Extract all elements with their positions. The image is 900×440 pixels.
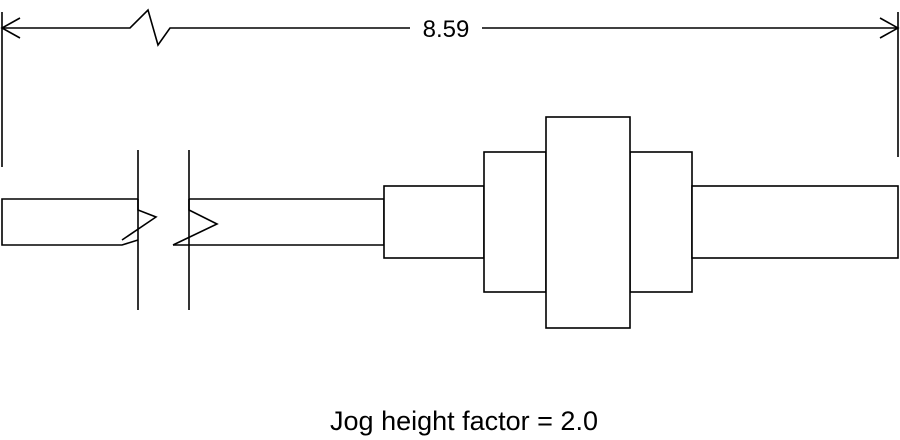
right-arrowhead xyxy=(879,17,900,39)
shaft-collar xyxy=(545,116,631,329)
left-arrowhead xyxy=(0,17,21,39)
shaft-right-end xyxy=(691,185,899,259)
shaft-step-1 xyxy=(383,185,485,259)
dimension-line-left-segment xyxy=(2,8,410,47)
shaft-step-2 xyxy=(483,151,547,293)
shaft-middle-piece xyxy=(173,198,385,246)
dimension-value: 8.59 xyxy=(423,16,470,43)
break-zigzag-left xyxy=(121,199,158,241)
caption: Jog height factor = 2.0 xyxy=(330,406,598,436)
shaft-step-4 xyxy=(629,151,693,293)
break-zigzag-right xyxy=(172,199,219,246)
shaft-left-piece xyxy=(1,198,139,246)
